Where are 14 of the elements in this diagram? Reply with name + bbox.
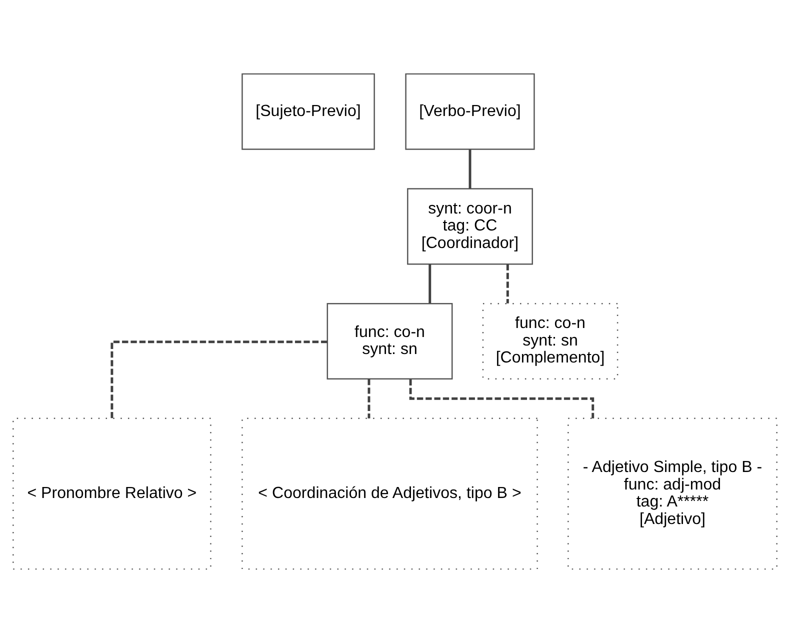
node-box: func: co-n synt: sn [326,302,453,380]
connector [409,379,594,418]
connector [368,378,370,418]
node-box: [Verbo-Previo] [405,73,535,150]
connector [468,150,472,189]
connector [506,264,509,304]
node-box: < Pronombre Relativo > [12,418,212,570]
node-box: synt: coor-n tag: CC [Coordinador] [407,188,533,265]
node-box: - Adjetivo Simple, tipo B - func: adj-mod tag: A***** [Adjetivo] [568,418,778,570]
node-box: [Sujeto-Previo] [242,73,375,150]
connector [110,340,328,418]
node-box: < Coordinación de Adjetivos, tipo B > [242,418,538,570]
connector [428,264,432,304]
node-box: func: co-n synt: sn [Complemento] [482,302,618,380]
